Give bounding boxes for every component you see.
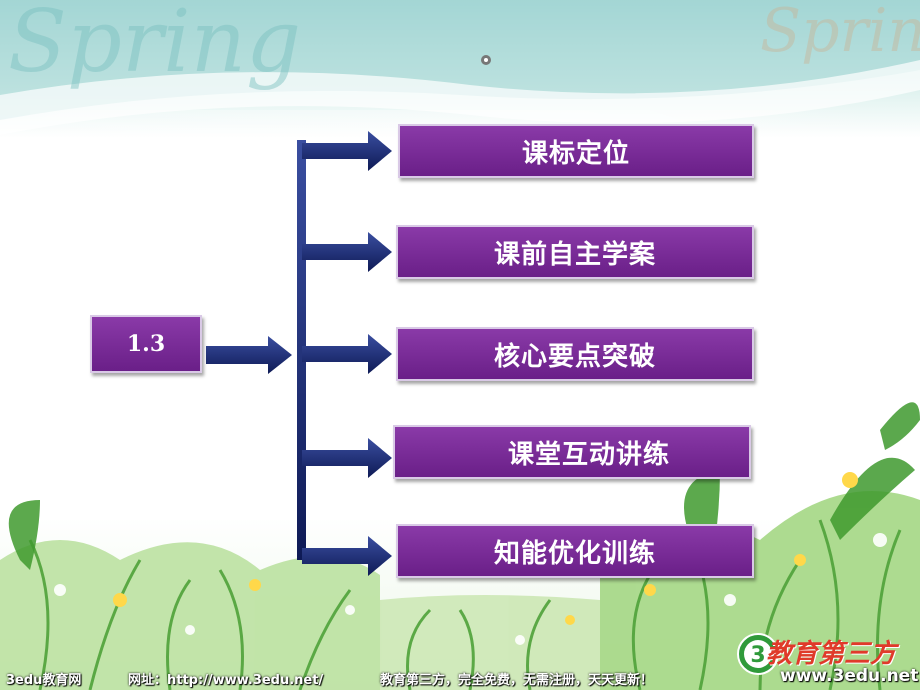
branch-arrow-1 [302,131,392,171]
branch-arrow-5 [302,536,392,576]
footer-site-name: 3edu教育网 [6,673,82,688]
branch-arrow-3 [302,334,392,374]
menu-item-label: 知能优化训练 [493,538,656,569]
footer-brand-url[interactable]: www.3edu.net [780,666,919,686]
footer-bar: 3edu教育网 网址：http://www.3edu.net/ 教育第三方，完全… [0,664,920,690]
section-number-box: 1.3 [90,315,202,373]
menu-item-label: 课堂互动讲练 [507,439,670,470]
footer-url-link[interactable]: 网址：http://www.3edu.net/ [128,673,324,688]
decor-script-left: Spring [8,0,302,92]
svg-text:3: 3 [750,643,765,668]
3edu-logo-icon: 3 [737,633,779,675]
menu-item-label: 核心要点突破 [493,341,656,372]
connector-spine [297,140,306,560]
menu-item-classroom-practice[interactable]: 课堂互动讲练 [393,425,751,479]
section-number: 1.3 [126,331,166,357]
branch-arrow-4 [302,438,392,478]
branch-arrow-2 [302,232,392,272]
main-arrow [206,336,292,374]
footer-slogan: 教育第三方，完全免费，无需注册，天天更新！ [380,673,654,688]
menu-item-label: 课标定位 [521,138,630,169]
menu-item-curriculum-positioning[interactable]: 课标定位 [398,124,754,178]
menu-item-label: 课前自主学案 [493,239,656,270]
menu-item-key-points[interactable]: 核心要点突破 [396,327,754,381]
menu-item-optimization-training[interactable]: 知能优化训练 [396,524,754,578]
menu-item-pre-class-study[interactable]: 课前自主学案 [396,225,754,279]
brand-chinese-name: 教育第三方 [766,639,897,669]
decor-script-right: Spring [760,0,920,66]
